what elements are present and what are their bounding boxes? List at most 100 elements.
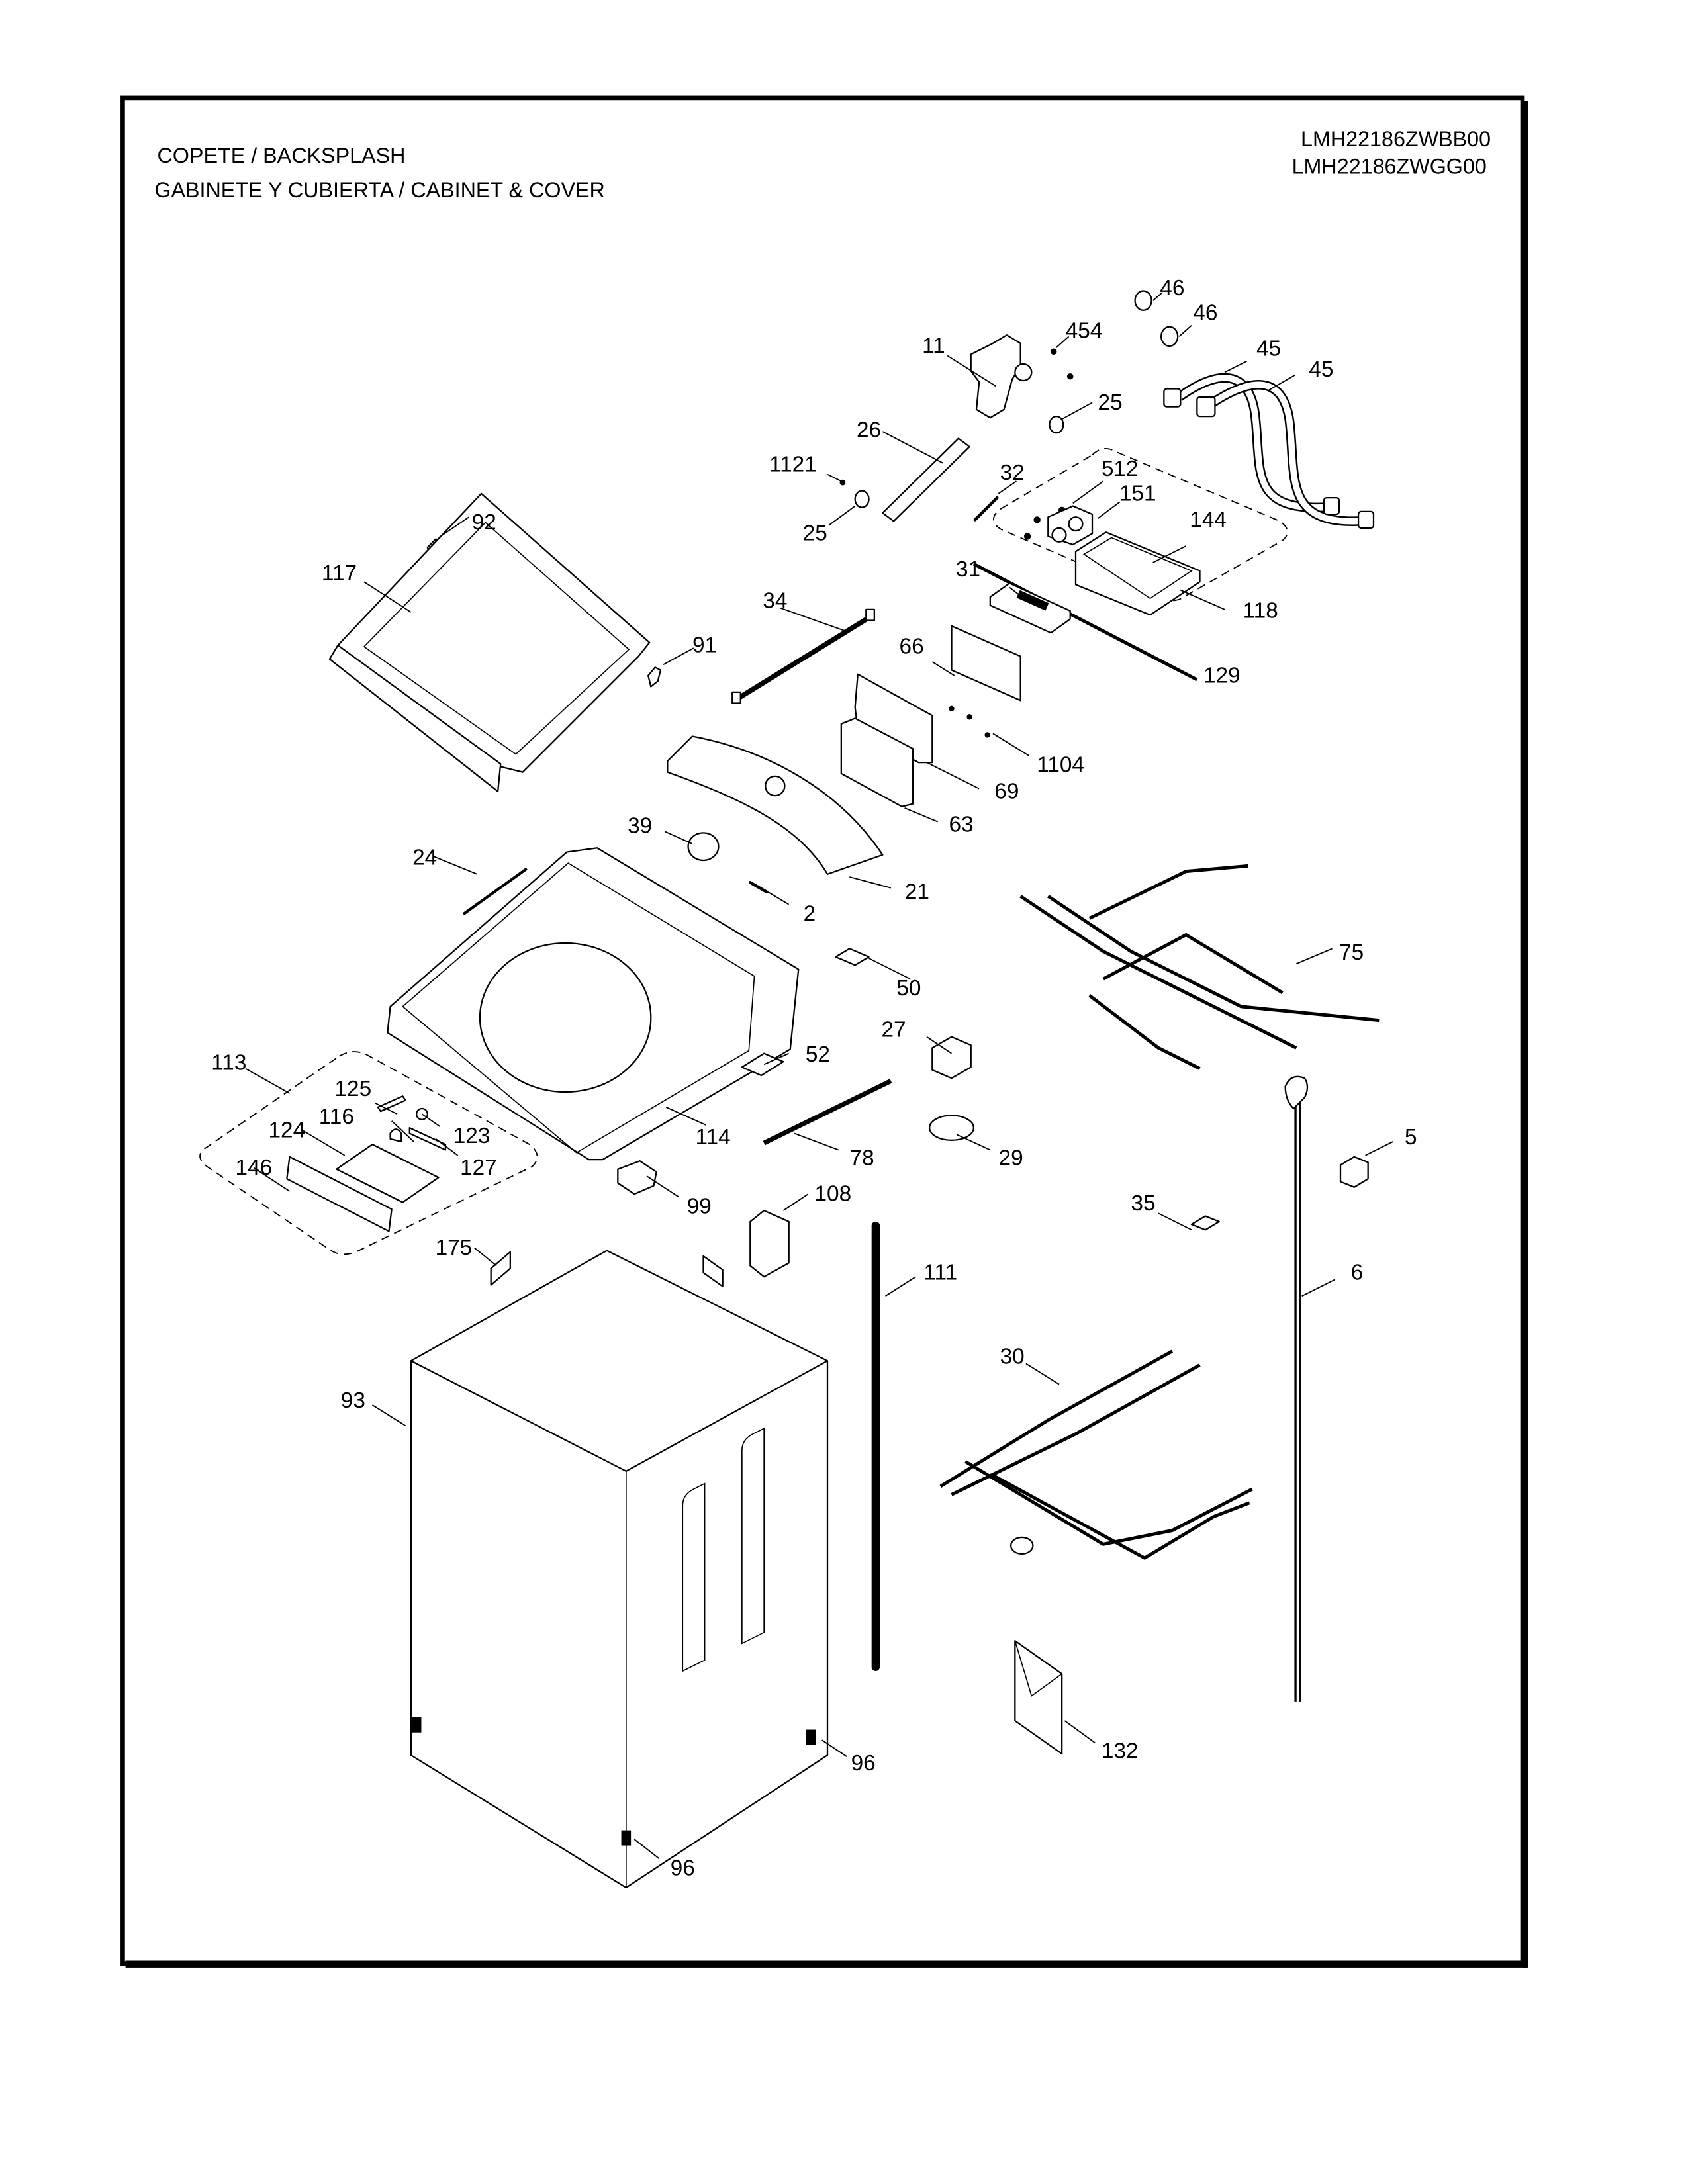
part-11-water-inlet-valve [970,334,1033,419]
part-78-wire [763,1079,892,1146]
callout-c30: 30 [1000,1344,1025,1369]
part-75-wire-harness [1019,864,1380,1070]
callout-c125: 125 [335,1077,372,1101]
page-frame [120,95,1528,1968]
part-114-top-cover [387,847,800,1161]
part-34-wire [731,608,875,704]
part-124-dispenser-drawer [336,1144,440,1203]
part-39-knob [687,832,720,862]
part-5-terminal-block [1339,1156,1369,1188]
part-66-bracket [951,625,1021,702]
part-30-wire-harness [939,1349,1253,1560]
callout-c31: 31 [956,557,980,582]
part-25-clamp-2 [854,490,870,508]
part-91-clip [647,666,662,688]
part-132-manual [1014,1640,1063,1755]
model-number-2: LMH22186ZWGG00 [1292,155,1487,179]
callout-c66: 66 [900,635,924,659]
callout-c96a: 96 [851,1751,876,1776]
part-45-inlet-hoses [1163,373,1375,529]
part-63-housing [840,717,914,807]
part-96-leveling-leg [411,1717,422,1733]
callout-c114: 114 [696,1125,731,1150]
section-title-backsplash: COPETE / BACKSPLASH [158,144,406,167]
callout-c118: 118 [1243,598,1278,623]
callout-c34: 34 [763,589,787,614]
callout-c2: 2 [804,902,816,927]
part-454-screw [1050,348,1057,355]
callout-c63: 63 [949,812,974,837]
callout-c78: 78 [850,1146,874,1170]
part-46-clamp [1134,290,1152,311]
callout-c1104: 1104 [1037,753,1084,778]
part-96-leveling-leg-2 [806,1729,816,1745]
part-32-spring [973,496,999,522]
part-123-cap [416,1107,428,1120]
part-46-clamp-2 [1160,326,1179,347]
part-96-leveling-leg-3 [621,1830,632,1846]
callout-c113: 113 [211,1051,246,1075]
part-93-cabinet [410,1250,829,1889]
callout-c123: 123 [453,1124,491,1148]
callout-c24: 24 [412,845,437,870]
callout-c146: 146 [236,1156,273,1180]
part-151-valve [1047,505,1094,546]
part-1104-screws [949,705,990,738]
callout-c111: 111 [923,1260,957,1285]
callout-c35: 35 [1131,1191,1156,1216]
callout-c127: 127 [460,1156,497,1180]
callout-c69: 69 [994,779,1019,803]
callout-c39: 39 [628,813,652,838]
part-27-pressure-switch [931,1036,972,1079]
callout-c116: 116 [319,1105,354,1129]
callout-c512: 512 [1102,457,1139,481]
part-454-screw-2 [1066,373,1074,380]
part-6-power-cord [1284,1075,1309,1702]
callout-c91: 91 [692,633,717,657]
part-2-spring [749,881,769,894]
callout-c92: 92 [472,510,496,535]
callout-c5: 5 [1405,1125,1417,1150]
model-number-1: LMH22186ZWBB00 [1301,127,1491,151]
callout-c52: 52 [806,1042,830,1067]
leader-lines [245,291,1393,1860]
kit-113-boundary [199,1051,538,1255]
part-116-cap [389,1128,402,1143]
callout-c46b: 46 [1193,300,1217,325]
part-146-drawer-front [286,1156,393,1232]
callout-c96b: 96 [671,1856,695,1880]
part-24-wire [462,867,528,915]
part-175-label-2 [702,1255,724,1287]
callout-c99: 99 [687,1194,712,1218]
part-108-bracket [749,1210,790,1278]
callout-c25a: 25 [1098,390,1123,415]
callout-c45b: 45 [1309,357,1333,382]
part-25-clamp [1049,416,1064,434]
callout-c6: 6 [1351,1260,1364,1285]
part-125-lever [377,1095,406,1113]
callout-c50: 50 [896,976,921,1001]
callout-c144: 144 [1190,508,1227,532]
callout-c29: 29 [999,1146,1023,1170]
callout-c32: 32 [1000,461,1025,485]
part-21-backsplash [667,735,884,875]
part-26-tube [882,437,970,522]
callout-c175: 175 [436,1236,473,1260]
callout-c75: 75 [1339,940,1364,965]
callout-c108: 108 [815,1182,852,1206]
callout-c93: 93 [341,1388,365,1413]
callout-c151: 151 [1119,481,1156,506]
kit-118-boundary [993,448,1288,602]
callout-c132: 132 [1102,1739,1139,1763]
callout-c129: 129 [1203,663,1241,688]
callout-c25b: 25 [803,522,827,546]
callout-c45a: 45 [1256,337,1281,361]
callout-c26: 26 [857,418,881,442]
section-title-cabinet-cover: GABINETE Y CUBIERTA / CABINET & COVER [154,178,605,202]
part-117-lid [328,492,651,792]
part-127-hinge [408,1127,447,1151]
callout-c27: 27 [881,1018,906,1042]
callout-c117: 117 [322,561,357,586]
